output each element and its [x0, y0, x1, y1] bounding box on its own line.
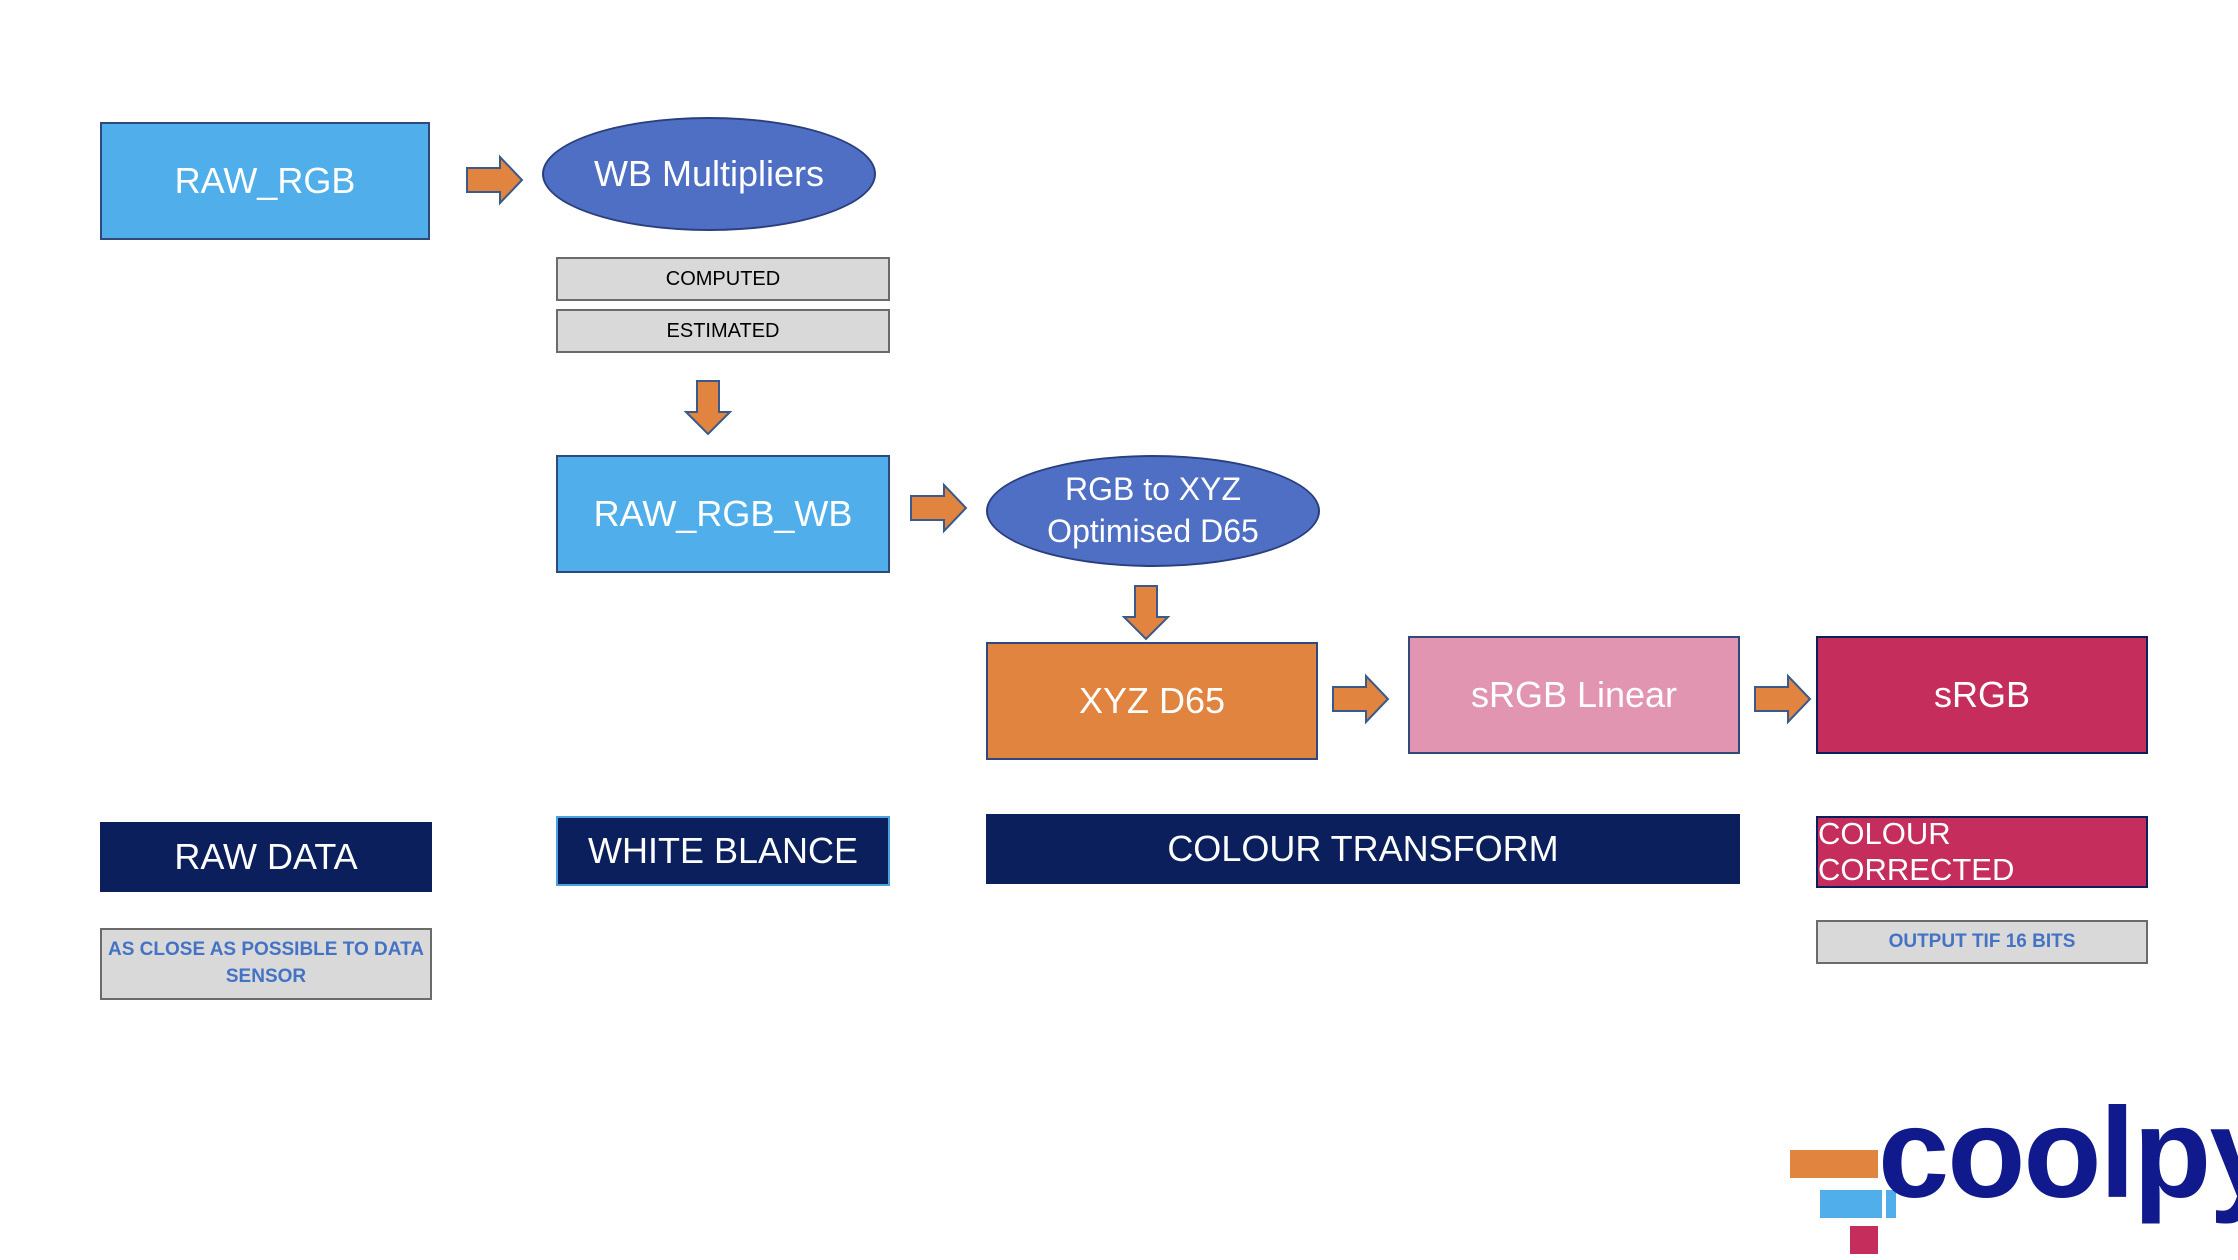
stage-colour-corrected: COLOUR CORRECTED [1816, 816, 2148, 888]
xyz-d65-node: XYZ D65 [986, 642, 1318, 760]
stage-colour-transform: COLOUR TRANSFORM [986, 814, 1740, 884]
srgb-node: sRGB [1816, 636, 2148, 754]
output-note: OUTPUT TIF 16 BITS [1816, 920, 2148, 964]
output-note-label: OUTPUT TIF 16 BITS [1888, 930, 2076, 952]
arrow-right-icon [1332, 673, 1390, 725]
srgb-linear-node: sRGB Linear [1408, 636, 1740, 754]
raw-data-note-line1: AS CLOSE AS POSSIBLE TO DATA [108, 939, 424, 961]
rgb-to-xyz-node: RGB to XYZ Optimised D65 [986, 455, 1320, 567]
raw-data-note-line2: SENSOR [225, 966, 307, 987]
rgb-to-xyz-label-line2: Optimised D65 [1047, 513, 1259, 549]
srgb-label: sRGB [1933, 674, 2030, 715]
logo-orange-bar [1790, 1150, 1878, 1178]
logo-wordmark: coolpy [1878, 1082, 2238, 1225]
raw-rgb-wb-node: RAW_RGB_WB [556, 455, 890, 573]
arrow-right-icon [1754, 673, 1812, 725]
stage-white-balance: WHITE BLANCE [556, 816, 890, 886]
arrow-right-icon [466, 154, 524, 206]
stage-colour-transform-label: COLOUR TRANSFORM [1167, 828, 1559, 869]
raw-rgb-wb-label: RAW_RGB_WB [593, 493, 853, 534]
estimated-label: ESTIMATED [666, 319, 780, 342]
stage-colour-corrected-label: COLOUR CORRECTED [1818, 816, 2015, 887]
computed-label: COMPUTED [665, 267, 781, 290]
logo-crimson-square [1850, 1226, 1878, 1254]
rgb-to-xyz-label-line1: RGB to XYZ [1064, 471, 1242, 508]
stage-white-balance-label: WHITE BLANCE [587, 830, 859, 871]
coolpy-logo: coolpy [1786, 1090, 2238, 1256]
raw-data-note: AS CLOSE AS POSSIBLE TO DATA SENSOR [100, 928, 432, 1000]
raw-rgb-label: RAW_RGB [174, 160, 356, 201]
wb-multipliers-node: WB Multipliers [542, 117, 876, 231]
arrow-down-icon [683, 380, 733, 436]
xyz-d65-label: XYZ D65 [1078, 680, 1226, 721]
stage-raw-data: RAW DATA [100, 822, 432, 892]
computed-tag: COMPUTED [556, 257, 890, 301]
estimated-tag: ESTIMATED [556, 309, 890, 353]
arrow-right-icon [910, 482, 968, 534]
srgb-linear-label: sRGB Linear [1470, 674, 1678, 715]
logo-blue-dot [1886, 1190, 1896, 1218]
wb-multipliers-label: WB Multipliers [593, 152, 825, 194]
logo-blue-bar [1820, 1190, 1882, 1218]
stage-raw-data-label: RAW DATA [174, 836, 358, 877]
arrow-down-icon [1121, 585, 1171, 641]
raw-rgb-node: RAW_RGB [100, 122, 430, 240]
